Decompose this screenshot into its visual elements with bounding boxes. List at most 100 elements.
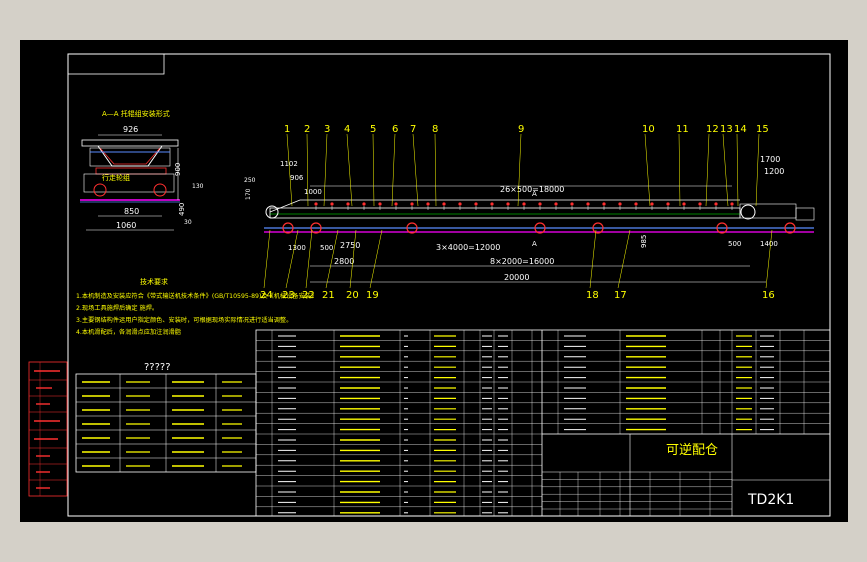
leader-line	[305, 229, 313, 289]
right-dim-a: 1700	[760, 155, 780, 164]
section-mark-bottom: A	[532, 240, 537, 248]
part-callout: 23	[282, 290, 295, 301]
span-lower-dim: 3×4000=12000	[436, 243, 500, 252]
section-view: A—A 托辊组安装形式 926 行走轮组 850 1060	[80, 109, 204, 231]
support-wheel	[716, 222, 728, 234]
section-label: A—A 托辊组安装形式	[102, 109, 170, 118]
leader-line	[736, 133, 739, 207]
idler	[362, 202, 366, 206]
part-callout: 2	[304, 124, 310, 135]
idler	[698, 202, 702, 206]
idler	[570, 202, 574, 206]
spec-table: ?????	[75, 362, 257, 473]
part-callout: 17	[614, 290, 627, 301]
leader-line	[765, 229, 773, 289]
leader-line	[412, 133, 419, 207]
leader-line	[722, 133, 729, 207]
part-callout: 7	[410, 124, 416, 135]
leader-line	[755, 133, 760, 207]
leader-line	[617, 229, 631, 289]
idler	[522, 202, 526, 206]
idler	[346, 202, 350, 206]
leader-line	[346, 133, 353, 207]
part-callout: 10	[642, 124, 655, 135]
leader-line	[391, 133, 396, 207]
idler	[474, 202, 478, 206]
idler	[634, 202, 638, 206]
idler	[586, 202, 590, 206]
left-dim-e: 170	[245, 188, 252, 200]
leader-line	[517, 133, 522, 207]
spec-table-title: ?????	[144, 362, 171, 373]
leader-line	[349, 229, 357, 289]
idler	[426, 202, 430, 206]
part-callout: 15	[756, 124, 769, 135]
support-wheel	[592, 222, 604, 234]
side-dim-a: 490	[178, 203, 186, 216]
right-dim-d: 1400	[760, 240, 778, 248]
idler	[730, 202, 734, 206]
idler	[506, 202, 510, 206]
left-dim-g: 500	[320, 244, 333, 252]
part-callout: 21	[322, 290, 335, 301]
side-dim-b: 30	[184, 219, 192, 226]
left-dim-b: 906	[290, 174, 304, 182]
title-block: 可逆配仓 TD2K1	[541, 433, 831, 517]
support-wheel	[784, 222, 796, 234]
tech-requirements: 技术要求 1.本机制造及安装应符合《带式输送机技术条件》(GB/T10595-8…	[76, 277, 317, 336]
part-callout: 12	[706, 124, 719, 135]
left-dim-f: 1300	[288, 244, 306, 252]
idler	[714, 202, 718, 206]
idler	[666, 202, 670, 206]
leader-line	[325, 229, 339, 289]
frame-height-dim: 900	[174, 163, 182, 176]
leader-line	[285, 229, 299, 289]
support-wheel	[534, 222, 546, 234]
support-wheel	[406, 222, 418, 234]
left-dim-h: 2750	[340, 241, 360, 250]
idler	[650, 202, 654, 206]
right-dim-e: 985	[640, 235, 648, 248]
stamp-column	[28, 361, 68, 497]
idler	[490, 202, 494, 206]
right-dim-c: 500	[728, 240, 741, 248]
left-dim-i: 2800	[334, 257, 354, 266]
idler	[602, 202, 606, 206]
main-elevation: 26×500=18000 A 3×4000=12000 A	[244, 124, 815, 301]
tech-req-line: 3.主要钢结构件运用户指定颜色、安装时，可根据现场实际情况进行适当调整。	[76, 316, 292, 324]
span-upper-dim: 26×500=18000	[500, 185, 564, 194]
idler	[538, 202, 542, 206]
drawing-canvas[interactable]: A—A 托辊组安装形式 926 行走轮组 850 1060	[20, 40, 848, 522]
tech-req-line: 4.本机滑配后，各润滑点应加注润滑脂	[76, 328, 181, 336]
leader-line	[263, 229, 271, 289]
left-dim-c: 1000	[304, 188, 322, 196]
part-callout: 3	[324, 124, 330, 135]
leader-line	[369, 229, 383, 289]
part-callout: 6	[392, 124, 398, 135]
support-wheel	[310, 222, 322, 234]
leader-line	[678, 133, 681, 207]
leader-line	[644, 133, 651, 207]
idler	[554, 202, 558, 206]
leader-line	[323, 133, 328, 207]
tech-req-title: 技术要求	[140, 277, 168, 286]
part-callout: 8	[432, 124, 438, 135]
part-callout: 4	[344, 124, 350, 135]
leader-line	[589, 229, 597, 289]
idler	[394, 202, 398, 206]
idler	[618, 202, 622, 206]
base-width-dim: 1060	[116, 221, 136, 230]
part-callout: 5	[370, 124, 376, 135]
idler	[458, 202, 462, 206]
part-callout: 1	[284, 124, 290, 135]
part-callout: 13	[720, 124, 733, 135]
drawing-sheet: A—A 托辊组安装形式 926 行走轮组 850 1060	[28, 53, 831, 517]
part-callout: 11	[676, 124, 689, 135]
right-dim-b: 1200	[764, 167, 784, 176]
idler	[442, 202, 446, 206]
part-callout: 22	[302, 290, 315, 301]
idler	[378, 202, 382, 206]
leader-line	[306, 133, 309, 207]
travel-wheel-label: 行走轮组	[102, 173, 130, 182]
